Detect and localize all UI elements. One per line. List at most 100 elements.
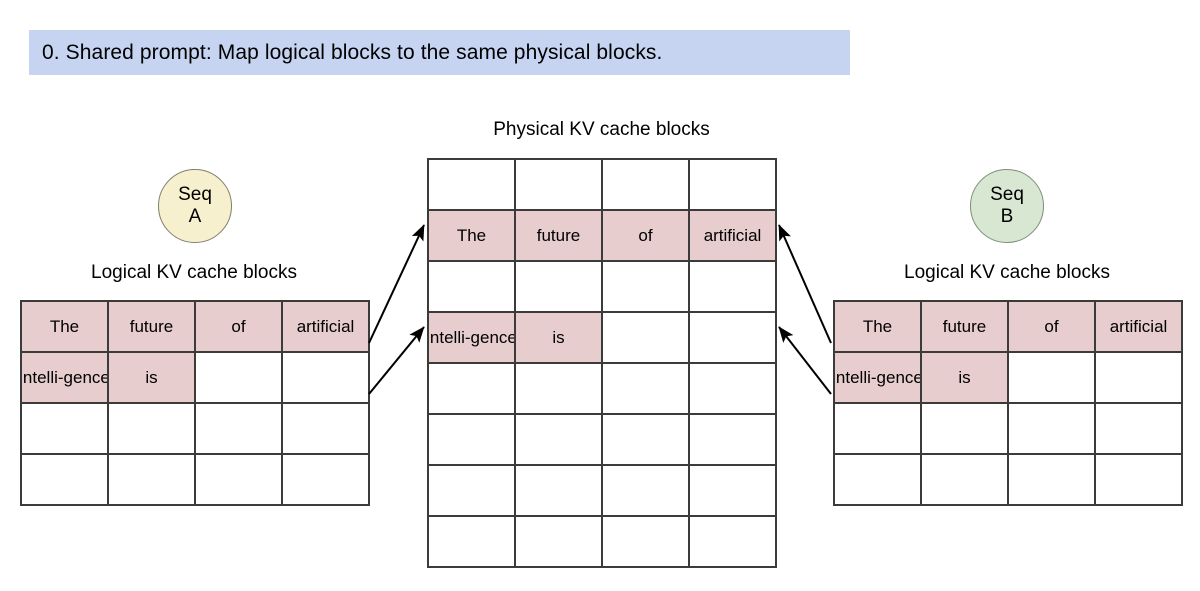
seq-a-label-line2: A — [188, 206, 202, 227]
kv-block-cell — [429, 466, 516, 517]
kv-block-cell — [603, 262, 690, 313]
kv-block-token: The — [862, 316, 893, 336]
kv-block-cell: The — [22, 302, 109, 353]
kv-block-cell: of — [1009, 302, 1096, 353]
kv-block-cell — [603, 313, 690, 364]
kv-block-token: future — [129, 316, 174, 336]
kv-block-token: intelli- — [835, 367, 877, 387]
kv-block-cell — [603, 517, 690, 568]
kv-block-cell: artificial — [690, 211, 777, 262]
kv-block-cell — [603, 364, 690, 415]
kv-block-cell: intelli-gence — [429, 313, 516, 364]
kv-block-token: is — [958, 367, 971, 387]
kv-block-cell — [429, 262, 516, 313]
kv-block-cell: future — [109, 302, 196, 353]
kv-block-cell — [109, 404, 196, 455]
kv-block-cell: artificial — [283, 302, 370, 353]
kv-block-cell — [516, 364, 603, 415]
kv-block-token: intelli- — [429, 327, 471, 347]
kv-block-cell — [690, 466, 777, 517]
kv-block-cell — [603, 466, 690, 517]
kv-block-cell — [283, 404, 370, 455]
kv-block-token: gence — [63, 367, 109, 387]
kv-block-cell — [196, 455, 283, 506]
kv-block-cell — [1009, 455, 1096, 506]
seq-b-badge: Seq B — [970, 169, 1044, 243]
left-row2-to-physical-row4 — [368, 326, 425, 395]
kv-block-cell: The — [429, 211, 516, 262]
kv-block-token: gence — [470, 327, 516, 347]
kv-block-cell — [516, 415, 603, 466]
kv-block-cell — [690, 160, 777, 211]
kv-block-cell — [516, 466, 603, 517]
kv-block-cell — [922, 455, 1009, 506]
kv-block-cell — [1009, 404, 1096, 455]
kv-block-cell: future — [922, 302, 1009, 353]
kv-block-cell — [922, 404, 1009, 455]
seq-a-badge: Seq A — [158, 169, 232, 243]
kv-block-cell — [603, 415, 690, 466]
kv-block-token: of — [231, 316, 246, 336]
kv-block-token: future — [942, 316, 987, 336]
physical-kv-grid: The future of artificial intelli-gence is — [427, 158, 777, 568]
kv-block-cell — [835, 455, 922, 506]
kv-block-token: is — [552, 327, 565, 347]
kv-block-cell — [690, 364, 777, 415]
kv-block-cell: of — [196, 302, 283, 353]
right-row1-to-physical-row2 — [778, 224, 832, 344]
logical-cache-title-left: Logical KV cache blocks — [91, 262, 297, 283]
kv-block-token: gence — [876, 367, 922, 387]
kv-block-token: of — [1044, 316, 1059, 336]
kv-block-cell: is — [922, 353, 1009, 404]
logical-kv-grid-right: The future of artificial intelli-gence is — [833, 300, 1183, 506]
logical-cache-title-right: Logical KV cache blocks — [904, 262, 1110, 283]
kv-block-cell: of — [603, 211, 690, 262]
kv-block-cell — [196, 353, 283, 404]
kv-block-cell: is — [109, 353, 196, 404]
kv-block-cell: The — [835, 302, 922, 353]
kv-block-cell: artificial — [1096, 302, 1183, 353]
kv-block-cell: intelli-gence — [835, 353, 922, 404]
kv-block-cell — [429, 160, 516, 211]
kv-block-cell — [1009, 353, 1096, 404]
kv-block-token: future — [536, 225, 581, 245]
kv-block-cell — [283, 353, 370, 404]
kv-block-token: artificial — [1109, 316, 1168, 336]
right-row2-to-physical-row4 — [778, 326, 832, 395]
kv-block-cell — [429, 517, 516, 568]
kv-block-cell — [516, 262, 603, 313]
kv-block-cell: future — [516, 211, 603, 262]
kv-block-token: of — [638, 225, 653, 245]
kv-block-cell — [603, 160, 690, 211]
kv-block-token: The — [456, 225, 487, 245]
kv-block-token: artificial — [296, 316, 355, 336]
kv-block-token: artificial — [703, 225, 762, 245]
kv-block-cell — [429, 364, 516, 415]
kv-block-token: is — [145, 367, 158, 387]
prompt-banner: 0. Shared prompt: Map logical blocks to … — [29, 30, 850, 75]
physical-cache-title: Physical KV cache blocks — [493, 119, 710, 140]
seq-b-label-line1: Seq — [990, 184, 1024, 206]
kv-block-cell — [516, 160, 603, 211]
left-row1-to-physical-row2 — [368, 224, 425, 344]
kv-block-token: intelli- — [22, 367, 64, 387]
prompt-banner-text: 0. Shared prompt: Map logical blocks to … — [42, 41, 663, 64]
kv-block-cell — [109, 455, 196, 506]
seq-a-label-line1: Seq — [178, 184, 212, 206]
kv-block-token: The — [49, 316, 80, 336]
kv-block-cell — [690, 313, 777, 364]
kv-block-cell — [1096, 353, 1183, 404]
kv-block-cell — [1096, 404, 1183, 455]
kv-block-cell — [835, 404, 922, 455]
kv-block-cell — [690, 517, 777, 568]
kv-block-cell — [690, 415, 777, 466]
kv-block-cell — [283, 455, 370, 506]
kv-block-cell — [1096, 455, 1183, 506]
logical-kv-grid-left: The future of artificial intelli-gence is — [20, 300, 370, 506]
kv-block-cell — [22, 404, 109, 455]
kv-block-cell — [516, 517, 603, 568]
seq-b-label-line2: B — [1000, 206, 1014, 227]
kv-block-cell: is — [516, 313, 603, 364]
kv-block-cell — [429, 415, 516, 466]
kv-block-cell: intelli-gence — [22, 353, 109, 404]
